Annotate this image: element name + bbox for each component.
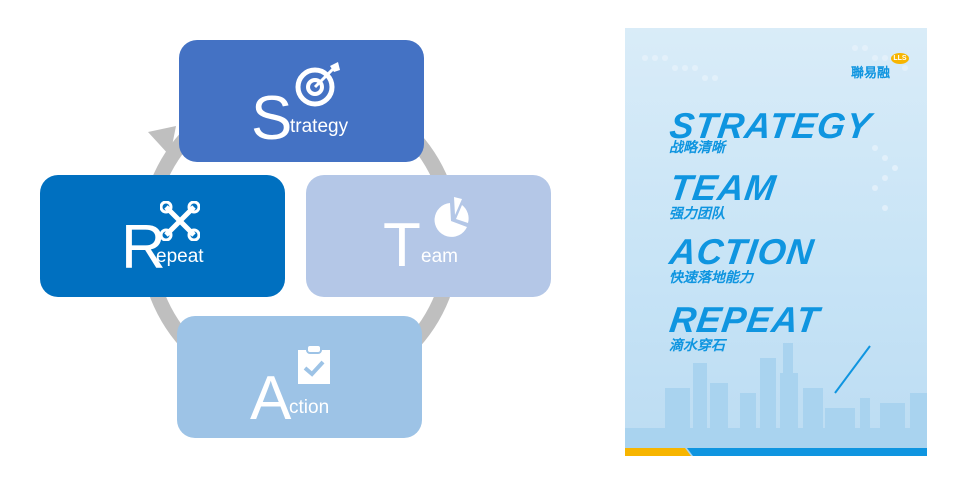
strategy-label: trategy (290, 116, 349, 137)
poster-logo-badge: LLS (891, 53, 909, 64)
tools-icon (160, 201, 200, 241)
action-letter: A (250, 364, 292, 433)
target-icon (295, 62, 340, 107)
poster-title-team: TEAM (667, 167, 779, 208)
team-label: eam (421, 246, 458, 267)
poster-subtitle-team: 强力团队 (669, 205, 725, 221)
strategy-box: S trategy (179, 40, 424, 162)
action-label: ction (289, 397, 330, 418)
poster: 聯易融 LLS STRATEGY 战略清晰 TEAM 强力团队 ACTION 快… (625, 28, 927, 456)
poster-subtitle-action: 快速落地能力 (669, 269, 753, 285)
clipboard-check-icon (298, 344, 330, 384)
repeat-box: R epeat (40, 175, 285, 297)
team-letter: T (383, 211, 421, 280)
action-box: A ction (177, 316, 422, 438)
cycle-arrow-head (148, 126, 176, 156)
poster-subtitle-strategy: 战略清晰 (669, 139, 725, 155)
pie-chart-icon (434, 197, 469, 237)
poster-title-repeat: REPEAT (667, 299, 823, 340)
poster-subtitle-repeat: 滴水穿石 (669, 337, 725, 353)
poster-logo-text: 聯易融 (851, 65, 891, 80)
repeat-letter: R (121, 213, 166, 282)
poster-background (625, 45, 927, 456)
team-box: T eam (306, 175, 551, 297)
strategy-letter: S (251, 84, 293, 153)
poster-title-action: ACTION (667, 231, 817, 272)
repeat-label: epeat (156, 246, 204, 267)
